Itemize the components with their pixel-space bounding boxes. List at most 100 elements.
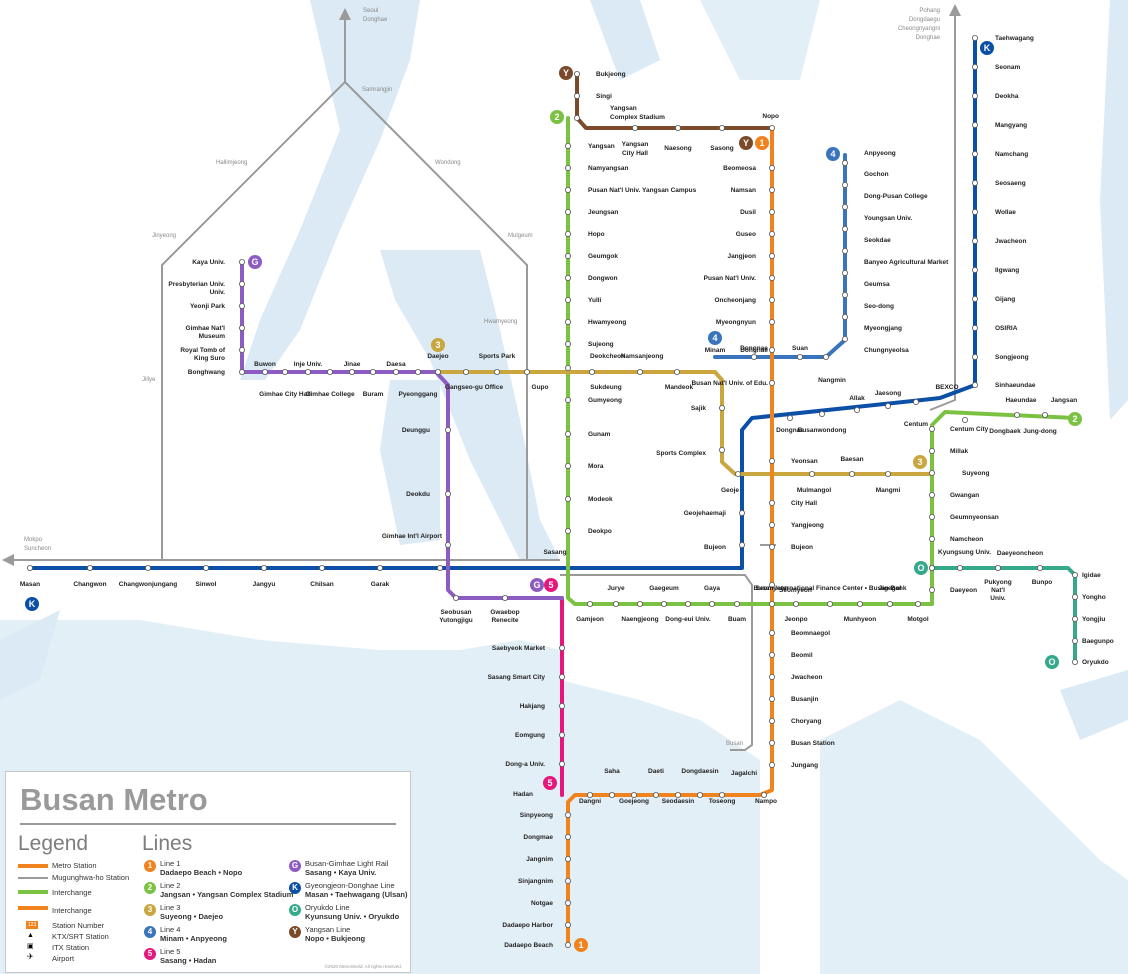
station-dot[interactable] [929, 491, 936, 498]
station-dot[interactable] [238, 346, 245, 353]
station-dot[interactable] [769, 674, 776, 681]
station-dot[interactable] [1072, 659, 1079, 666]
station-dot[interactable] [261, 368, 268, 375]
station-dot[interactable] [1072, 616, 1079, 623]
station-dot[interactable] [675, 792, 682, 799]
station-dot[interactable] [787, 414, 794, 421]
station-dot[interactable] [827, 601, 834, 608]
station-dot[interactable] [709, 601, 716, 608]
station-dot[interactable] [769, 544, 776, 551]
station-dot[interactable] [559, 732, 566, 739]
station-dot[interactable] [972, 237, 979, 244]
station-dot[interactable] [565, 142, 572, 149]
station-dot[interactable] [957, 565, 964, 572]
station-dot[interactable] [452, 595, 459, 602]
station-dot[interactable] [565, 878, 572, 885]
station-dot[interactable] [769, 718, 776, 725]
station-dot[interactable] [972, 150, 979, 157]
station-dot[interactable] [887, 601, 894, 608]
station-dot[interactable] [326, 368, 333, 375]
station-dot[interactable] [719, 446, 726, 453]
station-dot[interactable] [589, 368, 596, 375]
station-dot[interactable] [769, 346, 776, 353]
station-dot[interactable] [565, 528, 572, 535]
station-dot[interactable] [613, 601, 620, 608]
station-dot[interactable] [587, 792, 594, 799]
station-dot[interactable] [565, 252, 572, 259]
station-dot[interactable] [823, 353, 830, 360]
station-dot[interactable] [972, 64, 979, 71]
station-dot[interactable] [972, 295, 979, 302]
station-dot[interactable] [929, 469, 936, 476]
station-dot[interactable] [238, 368, 245, 375]
station-dot[interactable] [653, 792, 660, 799]
station-dot[interactable] [769, 740, 776, 747]
station-dot[interactable] [565, 834, 572, 841]
station-dot[interactable] [661, 601, 668, 608]
station-dot[interactable] [348, 368, 355, 375]
station-dot[interactable] [565, 186, 572, 193]
station-dot[interactable] [1042, 411, 1049, 418]
station-dot[interactable] [849, 470, 856, 477]
station-dot[interactable] [797, 353, 804, 360]
station-dot[interactable] [697, 792, 704, 799]
station-dot[interactable] [842, 313, 849, 320]
station-dot[interactable] [565, 318, 572, 325]
station-dot[interactable] [972, 324, 979, 331]
station-dot[interactable] [769, 318, 776, 325]
station-dot[interactable] [565, 922, 572, 929]
station-dot[interactable] [719, 404, 726, 411]
station-dot[interactable] [769, 522, 776, 529]
station-dot[interactable] [1072, 594, 1079, 601]
station-dot[interactable] [565, 462, 572, 469]
station-dot[interactable] [462, 368, 469, 375]
station-dot[interactable] [238, 302, 245, 309]
station-dot[interactable] [739, 509, 746, 516]
station-dot[interactable] [719, 125, 726, 132]
station-dot[interactable] [318, 565, 325, 572]
station-dot[interactable] [929, 447, 936, 454]
station-dot[interactable] [885, 402, 892, 409]
station-dot[interactable] [842, 159, 849, 166]
station-dot[interactable] [524, 368, 531, 375]
station-dot[interactable] [565, 942, 572, 949]
station-dot[interactable] [972, 122, 979, 129]
station-dot[interactable] [857, 601, 864, 608]
station-dot[interactable] [392, 368, 399, 375]
station-dot[interactable] [685, 601, 692, 608]
station-dot[interactable] [769, 296, 776, 303]
station-dot[interactable] [769, 230, 776, 237]
station-dot[interactable] [769, 499, 776, 506]
station-dot[interactable] [565, 340, 572, 347]
station-dot[interactable] [493, 368, 500, 375]
station-dot[interactable] [559, 761, 566, 768]
station-dot[interactable] [376, 565, 383, 572]
station-dot[interactable] [842, 269, 849, 276]
station-dot[interactable] [769, 186, 776, 193]
station-dot[interactable] [929, 565, 936, 572]
station-dot[interactable] [929, 425, 936, 432]
station-dot[interactable] [854, 406, 861, 413]
station-dot[interactable] [842, 203, 849, 210]
station-dot[interactable] [574, 71, 581, 78]
station-dot[interactable] [637, 601, 644, 608]
station-dot[interactable] [444, 490, 451, 497]
station-dot[interactable] [972, 93, 979, 100]
station-dot[interactable] [444, 542, 451, 549]
station-dot[interactable] [238, 324, 245, 331]
station-dot[interactable] [929, 587, 936, 594]
station-dot[interactable] [793, 601, 800, 608]
station-dot[interactable] [885, 470, 892, 477]
station-dot[interactable] [769, 252, 776, 259]
station-dot[interactable] [87, 565, 94, 572]
station-dot[interactable] [842, 225, 849, 232]
station-dot[interactable] [769, 630, 776, 637]
station-dot[interactable] [609, 792, 616, 799]
station-dot[interactable] [501, 595, 508, 602]
station-dot[interactable] [913, 398, 920, 405]
station-dot[interactable] [842, 335, 849, 342]
station-dot[interactable] [842, 247, 849, 254]
station-dot[interactable] [761, 792, 768, 799]
station-dot[interactable] [574, 93, 581, 100]
station-dot[interactable] [565, 396, 572, 403]
